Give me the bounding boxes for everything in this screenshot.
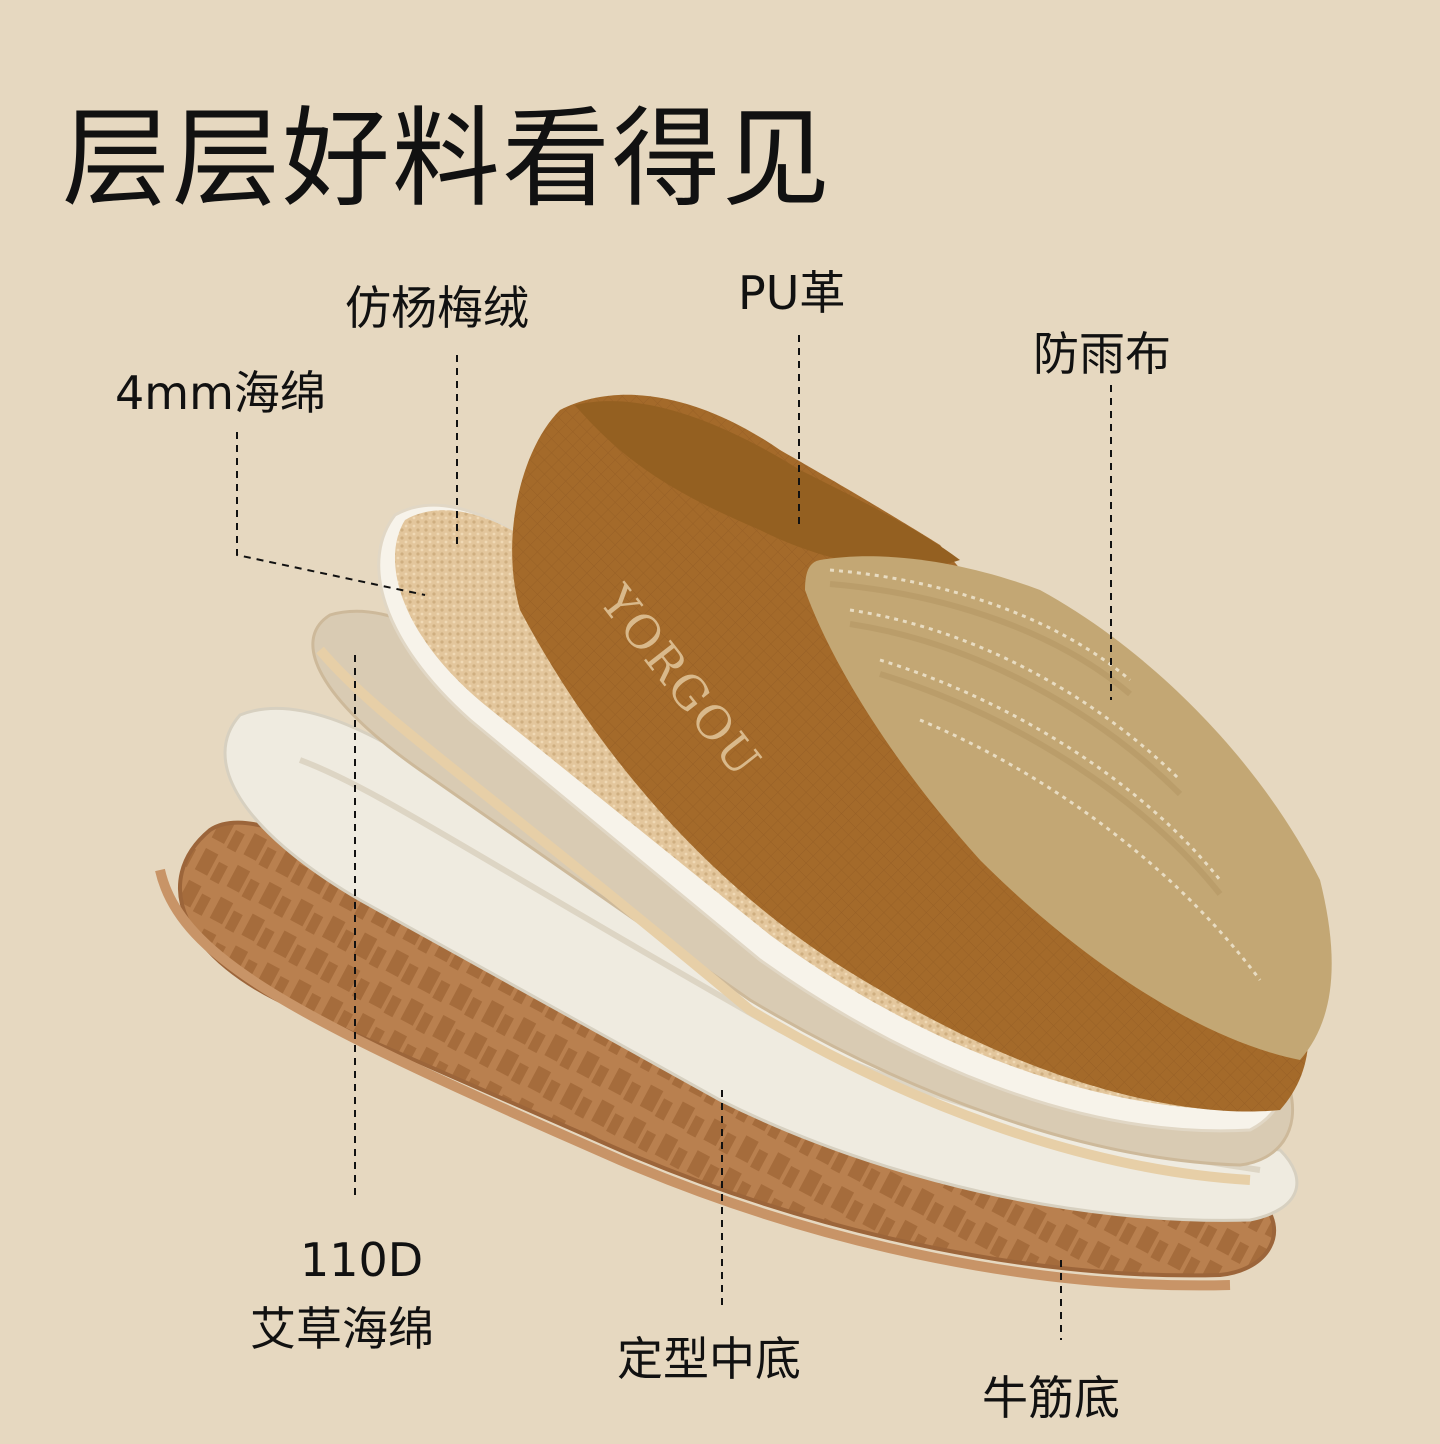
label-rainproof: 防雨布 bbox=[1033, 327, 1171, 381]
rainproof-layer bbox=[805, 556, 1332, 1060]
label-sponge-4mm: 4mm海绵 bbox=[115, 366, 326, 420]
label-faux-velvet: 仿杨梅绒 bbox=[345, 281, 529, 335]
label-sponge-110d-line2: 艾草海绵 bbox=[250, 1302, 434, 1356]
leader-lines bbox=[236, 335, 1112, 1340]
label-outsole: 牛筋底 bbox=[982, 1371, 1120, 1425]
label-sponge-110d-line1: 110D bbox=[300, 1233, 424, 1287]
label-pu-leather: PU革 bbox=[738, 266, 846, 320]
page-title: 层层好料看得见 bbox=[62, 97, 833, 222]
label-midsole: 定型中底 bbox=[617, 1332, 801, 1386]
leader-sponge-4mm bbox=[236, 432, 426, 596]
